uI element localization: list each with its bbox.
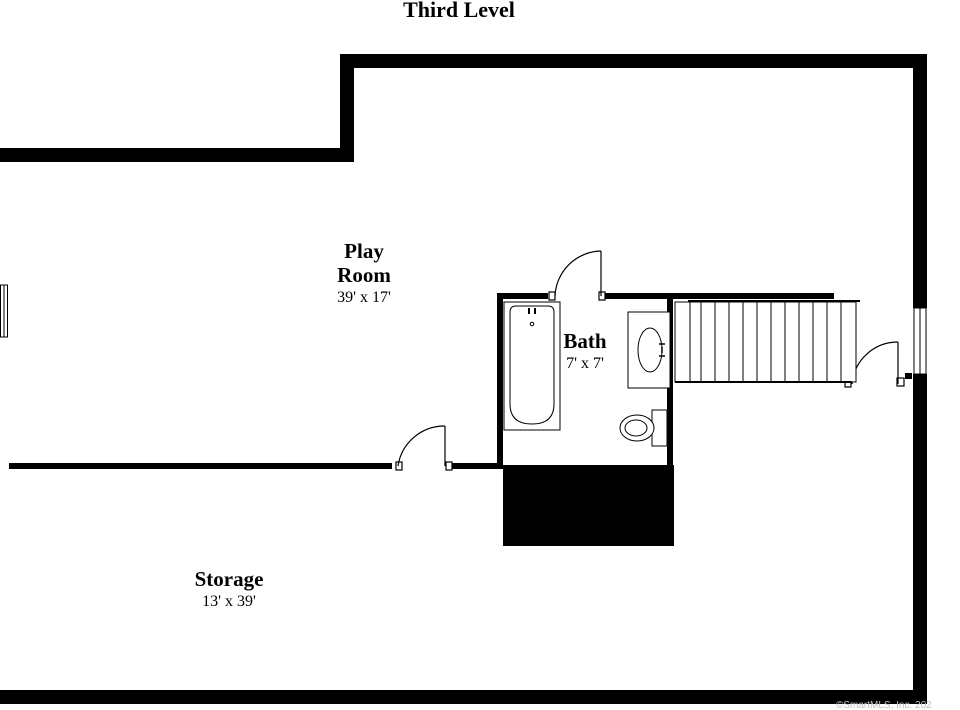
solid-chase <box>503 465 674 546</box>
sink-icon <box>627 311 671 389</box>
staircase <box>674 300 860 383</box>
room-dimensions: 7' x 7' <box>566 355 604 372</box>
window-right <box>912 307 928 375</box>
window-left <box>0 284 9 338</box>
level-title: Third Level <box>403 0 515 22</box>
exterior-walls <box>0 54 927 704</box>
room-name-line: Room <box>337 263 391 287</box>
room-label-play-room: Play Room 39' x 17' <box>337 239 391 306</box>
room-label-storage: Storage 13' x 39' <box>195 567 264 610</box>
copyright-credit: ©SmartMLS, Inc. 202 <box>836 700 932 710</box>
room-label-bath: Bath 7' x 7' <box>563 329 607 372</box>
toilet-icon <box>619 409 668 447</box>
door-bath <box>548 250 606 301</box>
interior-walls <box>9 293 912 469</box>
room-name-line: Bath <box>563 329 607 353</box>
room-dimensions: 39' x 17' <box>337 289 391 306</box>
room-name-line: Storage <box>195 567 264 591</box>
room-dimensions: 13' x 39' <box>202 593 256 610</box>
door-storage <box>395 425 453 471</box>
bathtub-icon <box>503 301 561 431</box>
room-name-line: Play <box>344 239 384 263</box>
